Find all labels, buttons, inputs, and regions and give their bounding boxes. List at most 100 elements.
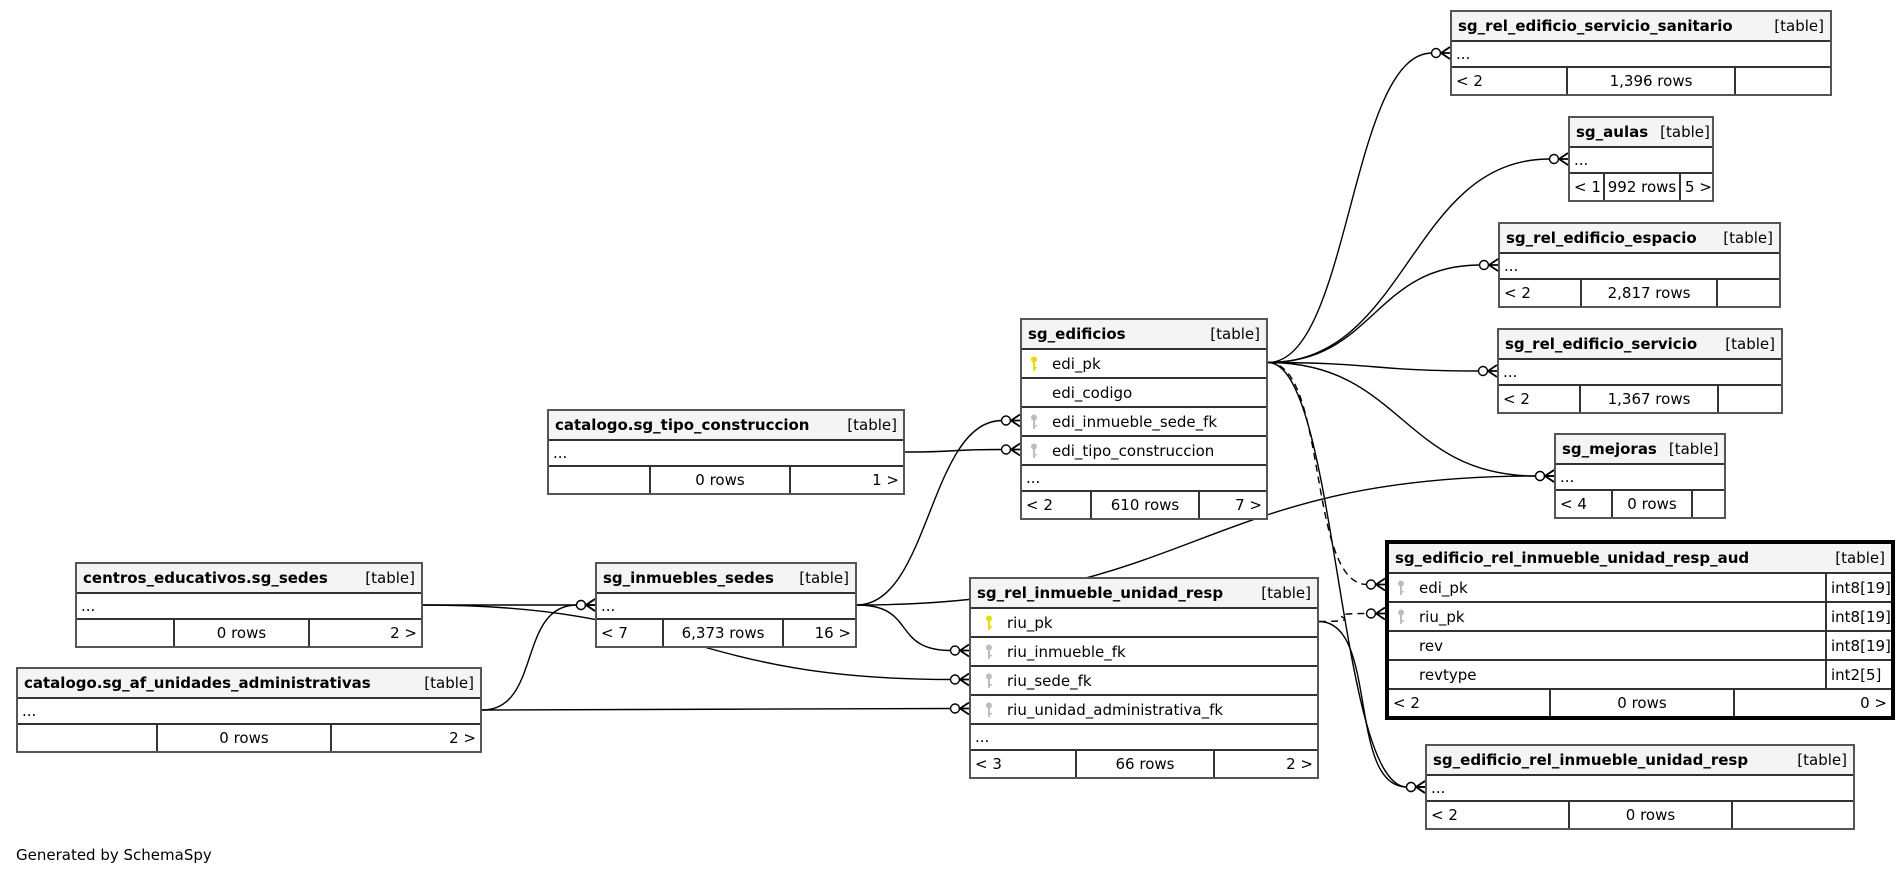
row-count: 2,817 rows bbox=[1582, 280, 1718, 306]
relationship-line bbox=[481, 604, 578, 711]
table-erel[interactable]: sg_edificio_rel_inmueble_unidad_resp [ta… bbox=[1425, 744, 1855, 830]
table-mejoras[interactable]: sg_mejoras [table] ... < 4 0 rows bbox=[1554, 433, 1726, 519]
table-aud[interactable]: sg_edificio_rel_inmueble_unidad_resp_aud… bbox=[1385, 540, 1895, 720]
table-name[interactable]: sg_rel_edificio_servicio bbox=[1505, 335, 1698, 353]
table-header[interactable]: sg_rel_inmueble_unidad_resp [table] bbox=[971, 579, 1317, 609]
more-columns[interactable]: ... bbox=[1556, 465, 1724, 491]
more-columns[interactable]: ... bbox=[77, 594, 421, 620]
table-header[interactable]: sg_edificios [table] bbox=[1022, 320, 1266, 350]
more-columns[interactable]: ... bbox=[549, 441, 903, 467]
children-count[interactable]: 1 > bbox=[872, 471, 899, 489]
more-columns[interactable]: ... bbox=[1570, 148, 1712, 174]
relationship-line bbox=[1267, 361, 1368, 586]
table-sanitario[interactable]: sg_rel_edificio_servicio_sanitario [tabl… bbox=[1450, 10, 1832, 96]
table-name[interactable]: sg_aulas bbox=[1576, 123, 1649, 141]
column-row[interactable]: edi_inmueble_sede_fk bbox=[1022, 408, 1266, 437]
parents-count[interactable]: < 2 bbox=[1389, 690, 1551, 716]
column-row[interactable]: riu_pk int8[19] bbox=[1389, 603, 1891, 632]
table-header[interactable]: sg_inmuebles_sedes [table] bbox=[597, 564, 855, 594]
column-row[interactable]: edi_codigo bbox=[1022, 379, 1266, 408]
column-row[interactable]: riu_sede_fk bbox=[971, 667, 1317, 696]
crows-foot-many-icon bbox=[1414, 780, 1426, 794]
table-header[interactable]: sg_edificio_rel_inmueble_unidad_resp [ta… bbox=[1427, 746, 1853, 776]
more-columns[interactable]: ... bbox=[1500, 254, 1779, 280]
table-name[interactable]: sg_rel_inmueble_unidad_resp bbox=[977, 584, 1224, 602]
table-riu[interactable]: sg_rel_inmueble_unidad_resp [table] riu_… bbox=[969, 577, 1319, 779]
more-columns[interactable]: ... bbox=[1499, 360, 1781, 386]
column-row[interactable]: revtype int2[5] bbox=[1389, 661, 1891, 690]
parents-count[interactable]: < 2 bbox=[1500, 280, 1582, 306]
table-sedes[interactable]: centros_educativos.sg_sedes [table] ... … bbox=[75, 562, 423, 648]
parents-count[interactable] bbox=[77, 620, 175, 646]
parents-count[interactable]: < 2 bbox=[1022, 492, 1092, 518]
table-tipo[interactable]: catalogo.sg_tipo_construccion [table] ..… bbox=[547, 409, 905, 495]
column-name: revtype bbox=[1419, 665, 1477, 684]
parents-count[interactable]: < 2 bbox=[1427, 802, 1570, 828]
parents-count[interactable]: < 3 bbox=[971, 751, 1077, 777]
column-row[interactable]: edi_pk bbox=[1022, 350, 1266, 379]
more-columns[interactable]: ... bbox=[597, 594, 855, 620]
children-count[interactable] bbox=[1736, 68, 1830, 94]
column-row[interactable]: edi_tipo_construccion bbox=[1022, 437, 1266, 466]
table-aulas[interactable]: sg_aulas [table] ... < 1 992 rows 5 > bbox=[1568, 116, 1714, 202]
table-inmuebles[interactable]: sg_inmuebles_sedes [table] ... < 7 6,373… bbox=[595, 562, 857, 648]
table-header[interactable]: catalogo.sg_tipo_construccion [table] bbox=[549, 411, 903, 441]
relationship-line bbox=[1267, 264, 1481, 364]
children-count[interactable]: 0 > bbox=[1860, 694, 1887, 712]
column-row[interactable]: rev int8[19] bbox=[1389, 632, 1891, 661]
table-edificios[interactable]: sg_edificios [table] edi_pk edi_codigo e… bbox=[1020, 318, 1268, 520]
parents-count[interactable]: < 2 bbox=[1499, 386, 1581, 412]
table-header[interactable]: sg_rel_edificio_espacio [table] bbox=[1500, 224, 1779, 254]
table-header[interactable]: sg_aulas [table] bbox=[1570, 118, 1712, 148]
table-espacio[interactable]: sg_rel_edificio_espacio [table] ... < 2 … bbox=[1498, 222, 1781, 308]
children-count[interactable]: 7 > bbox=[1235, 496, 1262, 514]
table-name[interactable]: sg_rel_edificio_espacio bbox=[1506, 229, 1697, 247]
more-columns[interactable]: ... bbox=[1022, 466, 1266, 492]
more-columns[interactable]: ... bbox=[18, 699, 480, 725]
parents-count[interactable] bbox=[549, 467, 651, 493]
column-row[interactable]: riu_inmueble_fk bbox=[971, 638, 1317, 667]
table-header[interactable]: centros_educativos.sg_sedes [table] bbox=[77, 564, 421, 594]
table-header[interactable]: sg_edificio_rel_inmueble_unidad_resp_aud… bbox=[1389, 544, 1891, 574]
table-name[interactable]: sg_edificios bbox=[1028, 325, 1126, 343]
children-count[interactable] bbox=[1733, 802, 1853, 828]
foreign-key-icon bbox=[1393, 609, 1409, 625]
table-name[interactable]: sg_inmuebles_sedes bbox=[603, 569, 774, 587]
column-row[interactable]: riu_pk bbox=[971, 609, 1317, 638]
parents-count[interactable]: < 1 bbox=[1570, 174, 1605, 200]
table-unidades[interactable]: catalogo.sg_af_unidades_administrativas … bbox=[16, 667, 482, 753]
more-columns[interactable]: ... bbox=[971, 725, 1317, 751]
more-columns[interactable]: ... bbox=[1452, 42, 1830, 68]
table-header[interactable]: sg_mejoras [table] bbox=[1556, 435, 1724, 465]
table-header[interactable]: sg_rel_edificio_servicio_sanitario [tabl… bbox=[1452, 12, 1830, 42]
table-name[interactable]: catalogo.sg_af_unidades_administrativas bbox=[24, 674, 371, 692]
parents-count[interactable] bbox=[18, 725, 158, 751]
table-name[interactable]: sg_rel_edificio_servicio_sanitario bbox=[1458, 17, 1733, 35]
children-count[interactable]: 16 > bbox=[814, 624, 851, 642]
parents-count[interactable]: < 4 bbox=[1556, 491, 1613, 517]
children-count[interactable]: 5 > bbox=[1685, 178, 1712, 196]
table-name[interactable]: sg_edificio_rel_inmueble_unidad_resp bbox=[1433, 751, 1749, 769]
column-row[interactable]: riu_unidad_administrativa_fk bbox=[971, 696, 1317, 725]
more-columns[interactable]: ... bbox=[1427, 776, 1853, 802]
table-servicio[interactable]: sg_rel_edificio_servicio [table] ... < 2… bbox=[1497, 328, 1783, 414]
children-count[interactable]: 2 > bbox=[1286, 755, 1313, 773]
table-name[interactable]: sg_edificio_rel_inmueble_unidad_resp_aud bbox=[1395, 549, 1750, 567]
children-count[interactable]: 2 > bbox=[449, 729, 476, 747]
table-name[interactable]: centros_educativos.sg_sedes bbox=[83, 569, 328, 587]
optional-marker-icon bbox=[575, 599, 587, 611]
table-name[interactable]: catalogo.sg_tipo_construccion bbox=[555, 416, 810, 434]
children-count[interactable] bbox=[1693, 491, 1724, 517]
table-header[interactable]: sg_rel_edificio_servicio [table] bbox=[1499, 330, 1781, 360]
column-row[interactable]: edi_pk int8[19] bbox=[1389, 574, 1891, 603]
parents-count[interactable]: < 7 bbox=[597, 620, 664, 646]
crows-foot-many-icon bbox=[958, 701, 970, 716]
table-name[interactable]: sg_mejoras bbox=[1562, 440, 1657, 458]
table-header[interactable]: catalogo.sg_af_unidades_administrativas … bbox=[18, 669, 480, 699]
table-footer: < 2 1,396 rows bbox=[1452, 68, 1830, 94]
row-count: 0 rows bbox=[1570, 802, 1733, 828]
children-count[interactable] bbox=[1719, 386, 1781, 412]
children-count[interactable]: 2 > bbox=[390, 624, 417, 642]
parents-count[interactable]: < 2 bbox=[1452, 68, 1568, 94]
children-count[interactable] bbox=[1718, 280, 1779, 306]
